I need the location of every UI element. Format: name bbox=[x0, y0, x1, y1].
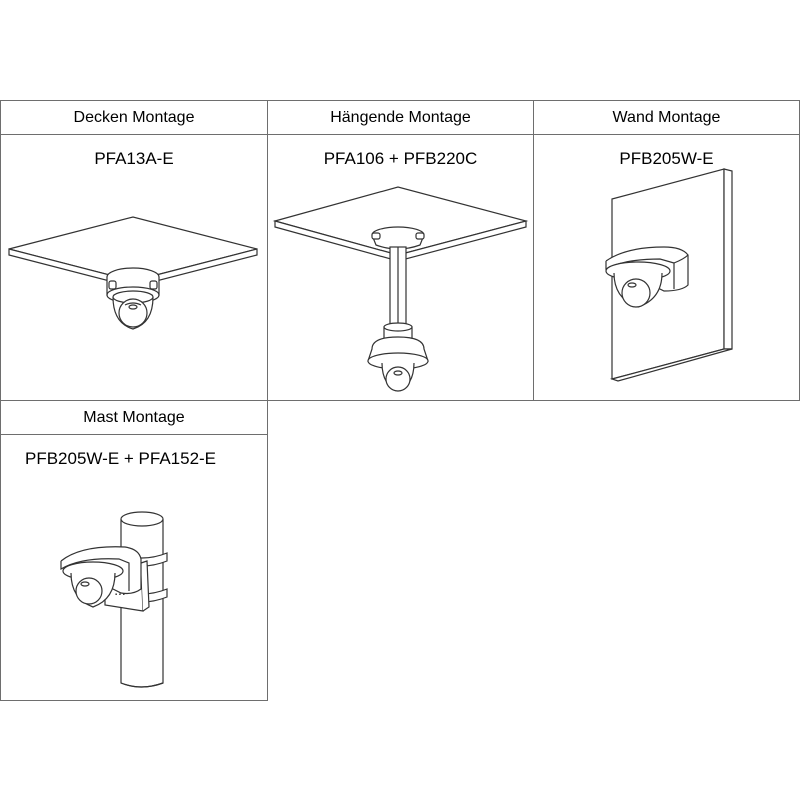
svg-text:▪ ▪ ▪: ▪ ▪ ▪ bbox=[115, 592, 125, 598]
wall-mount-illustration-icon bbox=[534, 135, 799, 401]
pole-mount-model: PFB205W-E + PFA152-E bbox=[25, 449, 217, 468]
pendant-mount-model: PFA106 + PFB220C bbox=[323, 149, 478, 168]
pendant-mount-illustration-icon bbox=[268, 135, 533, 401]
pole-mount-cell: Mast Montage ▪ ▪ ▪ bbox=[0, 400, 268, 701]
ceiling-mount-body: PFA13A-E bbox=[1, 135, 267, 400]
pole-mount-title: Mast Montage bbox=[1, 401, 267, 435]
ceiling-mount-cell: Decken Montage bbox=[0, 100, 268, 401]
ceiling-mount-title: Decken Montage bbox=[1, 101, 267, 135]
wall-mount-cell: Wand Montage bbox=[533, 100, 800, 401]
wall-mount-body: PFB205W-E bbox=[534, 135, 799, 400]
wall-mount-model: PFB205W-E bbox=[619, 149, 714, 168]
pole-mount-body: ▪ ▪ ▪ PFB205W-E + PFA152-E bbox=[1, 435, 267, 700]
wall-mount-title: Wand Montage bbox=[534, 101, 799, 135]
pendant-mount-body: PFA106 + PFB220C bbox=[268, 135, 533, 400]
pendant-mount-cell: Hängende Montage bbox=[267, 100, 534, 401]
pole-mount-illustration-icon: ▪ ▪ ▪ bbox=[1, 435, 267, 701]
pendant-mount-title: Hängende Montage bbox=[268, 101, 533, 135]
ceiling-mount-illustration-icon bbox=[1, 135, 267, 401]
ceiling-mount-model: PFA13A-E bbox=[94, 149, 174, 168]
